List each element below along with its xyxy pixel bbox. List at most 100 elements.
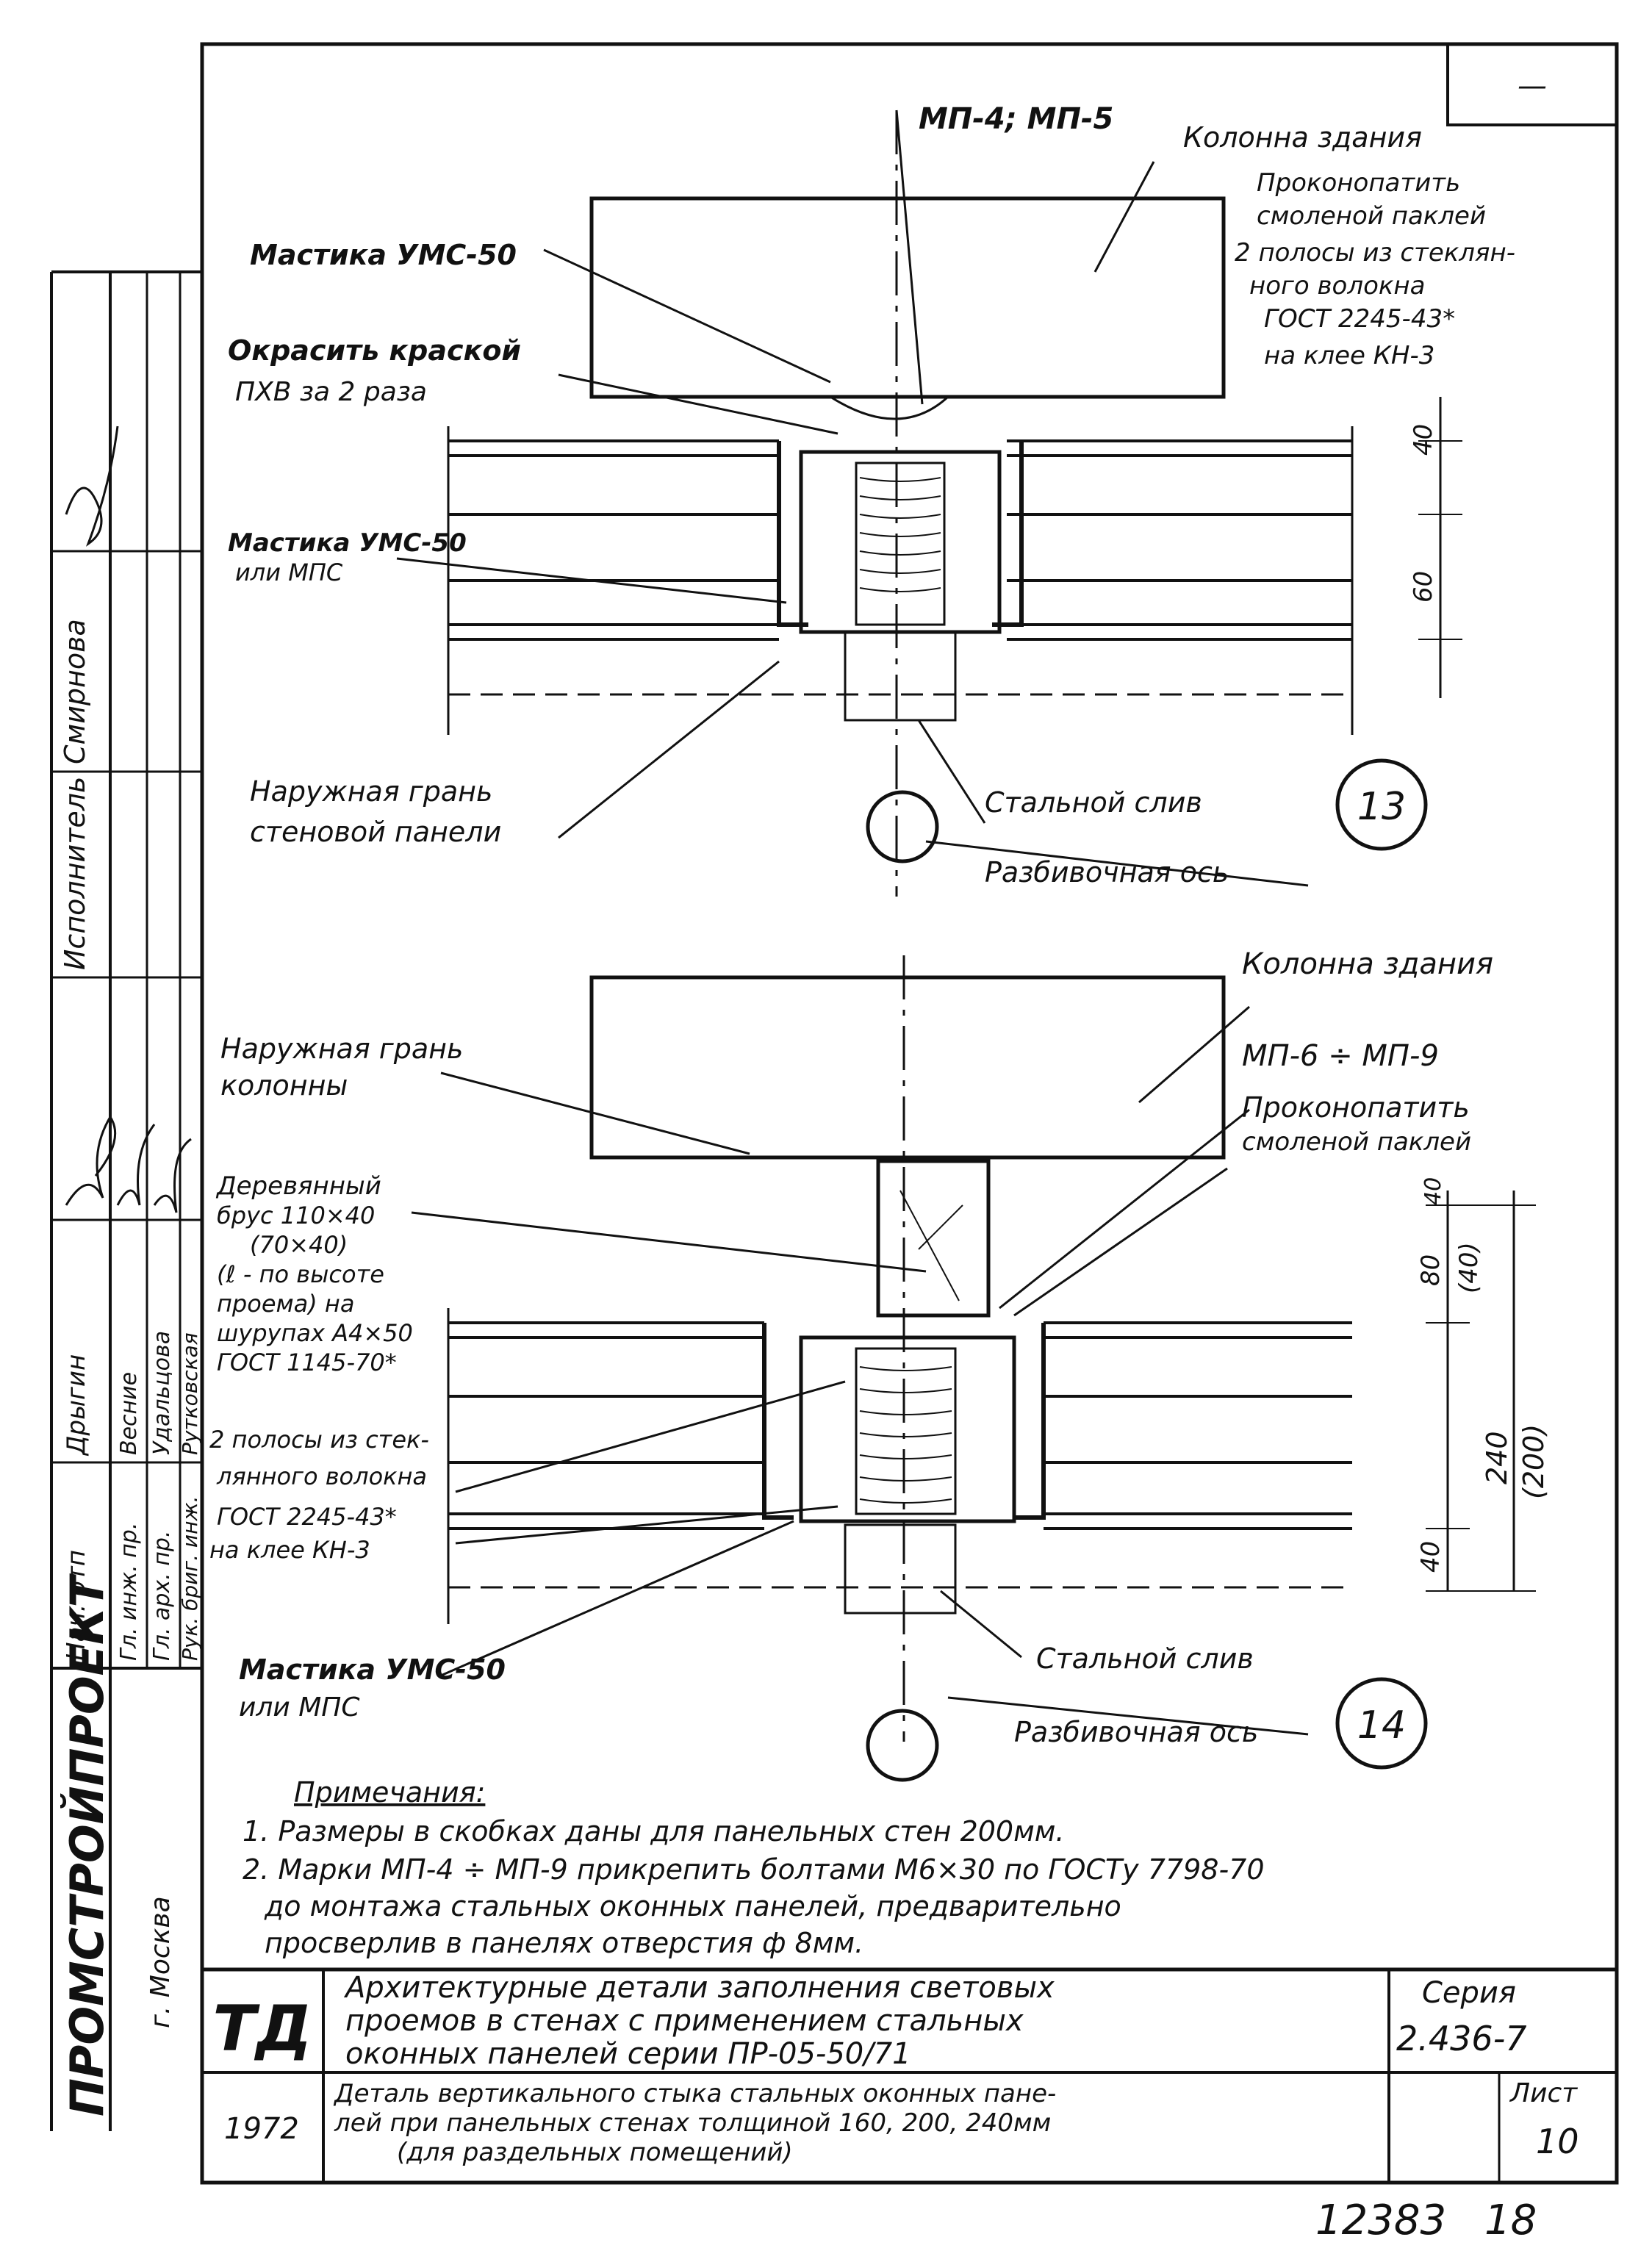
label-drip-13: Стальной слив <box>985 786 1202 819</box>
label-mp45: МП-4; МП-5 <box>919 102 1113 136</box>
detail-number-14: 14 <box>1357 1703 1406 1748</box>
dim-14-40b: (40) <box>1454 1242 1484 1293</box>
label-wood4: (ℓ - по высоте <box>217 1260 384 1288</box>
label-axis-14: Разбивочная ось <box>1014 1716 1258 1748</box>
name-3: Удальцова <box>149 1331 175 1455</box>
stamp-top-right: — <box>1518 69 1547 103</box>
role-2: Гл. инж. пр. <box>116 1523 142 1661</box>
dim-13-60: 60 <box>1409 571 1438 603</box>
signature-2 <box>65 1115 117 1206</box>
label-column-14: Колонна здания <box>1242 947 1493 981</box>
sheet-title-2: лей при панельных стенах толщиной 160, 2… <box>334 2108 1051 2138</box>
org-name: ПРОМСТРОЙПРОЕКТ <box>60 1573 114 2116</box>
role-3: Гл. арх. пр. <box>149 1531 175 1661</box>
series-label: Серия <box>1422 1976 1516 2010</box>
label-paint2: ПХВ за 2 раза <box>235 377 427 407</box>
footer-number: 12383 <box>1315 2197 1446 2244</box>
wood-beam <box>876 1159 991 1318</box>
label-mastic-top: Мастика УМС-50 <box>250 239 517 271</box>
label-wood7: ГОСТ 1145-70* <box>217 1349 397 1376</box>
sheet-title-1: Деталь вертикального стыка стальных окон… <box>333 2079 1056 2108</box>
label-strips4-14: на клее КН-3 <box>209 1536 370 1564</box>
label-wood5: проема) на <box>217 1290 354 1318</box>
title-line-3: оконных панелей серии ПР-05-50/71 <box>345 2037 911 2071</box>
label-mastic1-14: Мастика УМС-50 <box>239 1653 506 1686</box>
dim-13-40: 40 <box>1409 424 1438 456</box>
label-strips1-13: 2 полосы из стеклян- <box>1235 238 1515 267</box>
footer-page: 18 <box>1484 2197 1537 2244</box>
dim-14-80: 80 <box>1416 1254 1446 1286</box>
label-wood1: Деревянный <box>215 1171 381 1201</box>
note-1: 1. Размеры в скобках даны для панельных … <box>243 1815 1065 1847</box>
label-mastic-mid2: или МПС <box>235 559 343 586</box>
detail-circle-14 <box>1335 1677 1428 1770</box>
column-13 <box>589 196 1226 399</box>
title-line-1: Архитектурные детали заполнения световых <box>343 1971 1055 2005</box>
name-1: Дрыгин <box>62 1354 91 1457</box>
label-outer1-14: Наружная грань <box>220 1033 463 1065</box>
label-caulk1-14: Проконопатить <box>1242 1091 1470 1124</box>
label-column-13: Колонна здания <box>1183 121 1422 154</box>
label-outer2-13: стеновой панели <box>250 816 501 848</box>
label-axis-13: Разбивочная ось <box>985 856 1229 888</box>
label-wood2: брус 110×40 <box>217 1202 375 1229</box>
label-strips2-14: лянного волокна <box>216 1462 427 1490</box>
dim-14-200: (200) <box>1518 1424 1550 1499</box>
axis-circle-13 <box>866 790 939 863</box>
title-block <box>202 1967 1617 2183</box>
series-value: 2.436-7 <box>1396 2019 1527 2058</box>
dim-14-240: 240 <box>1481 1431 1513 1484</box>
role-1: Нач. отп <box>62 1550 91 1661</box>
label-outer2-14: колонны <box>220 1069 348 1102</box>
signature-4 <box>153 1138 192 1213</box>
column-14 <box>589 975 1226 1160</box>
name-4: Рутковская <box>178 1332 202 1455</box>
label-strips3-14: ГОСТ 2245-43* <box>217 1503 397 1531</box>
notes-heading: Примечания: <box>294 1776 485 1809</box>
side-stamp: Исполнитель Смирнова Нач. отп Гл. инж. п… <box>50 270 202 2131</box>
sheet-title-3: (для раздельных помещений) <box>397 2138 793 2167</box>
title-logo: ТД <box>212 1992 312 2066</box>
label-caulk2-14: смоленой паклей <box>1242 1127 1471 1157</box>
detail-number-13: 13 <box>1357 785 1406 829</box>
signature-1 <box>65 425 119 547</box>
label-strips1-14: 2 полосы из стек- <box>209 1426 429 1454</box>
note-2a: 2. Марки МП-4 ÷ МП-9 прикрепить болтами … <box>243 1853 1265 1886</box>
detail-14 <box>411 955 1536 1782</box>
label-drip-14: Стальной слив <box>1036 1642 1254 1675</box>
signature-3 <box>116 1124 156 1206</box>
label-strips4-13: на клее КН-3 <box>1264 341 1434 370</box>
sheet-label: Лист <box>1509 2078 1578 2108</box>
executor-label: Исполнитель <box>59 777 91 970</box>
label-mastic2-14: или МПС <box>239 1692 360 1723</box>
label-mastic-mid1: Мастика УМС-50 <box>228 528 467 558</box>
year: 1972 <box>224 2112 299 2146</box>
dim-14-40c: 40 <box>1416 1541 1446 1573</box>
label-strips3-13: ГОСТ 2245-43* <box>1264 304 1455 334</box>
title-line-2: проемов в стенах с применением стальных <box>345 2004 1024 2038</box>
label-caulk2-13: смоленой паклей <box>1257 201 1486 231</box>
detail-circle-13 <box>1335 758 1428 851</box>
role-4: Рук. бриг. инж. <box>178 1495 202 1661</box>
axis-circle-14 <box>866 1709 939 1782</box>
dim-14-40a: 40 <box>1421 1177 1446 1205</box>
label-strips2-13: ного волокна <box>1249 271 1425 301</box>
sheet-frame <box>200 42 1619 2185</box>
name-2: Весние <box>116 1372 142 1455</box>
detail-13 <box>396 109 1462 897</box>
sheet-value: 10 <box>1536 2122 1579 2161</box>
top-right-box <box>1446 43 1618 126</box>
org-city: г. Москва <box>146 1896 176 2028</box>
note-2c: просверлив в панелях отверстия ф 8мм. <box>265 1927 863 1959</box>
joint-insulation-13 <box>799 450 1002 634</box>
label-outer1-13: Наружная грань <box>250 775 492 808</box>
note-2b: до монтажа стальных оконных панелей, пре… <box>264 1890 1121 1922</box>
joint-insulation-14 <box>799 1335 1016 1523</box>
label-caulk-13: Проконопатить <box>1257 168 1460 198</box>
executor-name: Смирнова <box>59 619 91 764</box>
label-wood3: (70×40) <box>250 1231 348 1259</box>
label-wood6: шурупах A4×50 <box>217 1319 413 1347</box>
label-mp69: МП-6 ÷ МП-9 <box>1242 1039 1439 1073</box>
label-paint1: Окрасить краской <box>228 334 521 367</box>
